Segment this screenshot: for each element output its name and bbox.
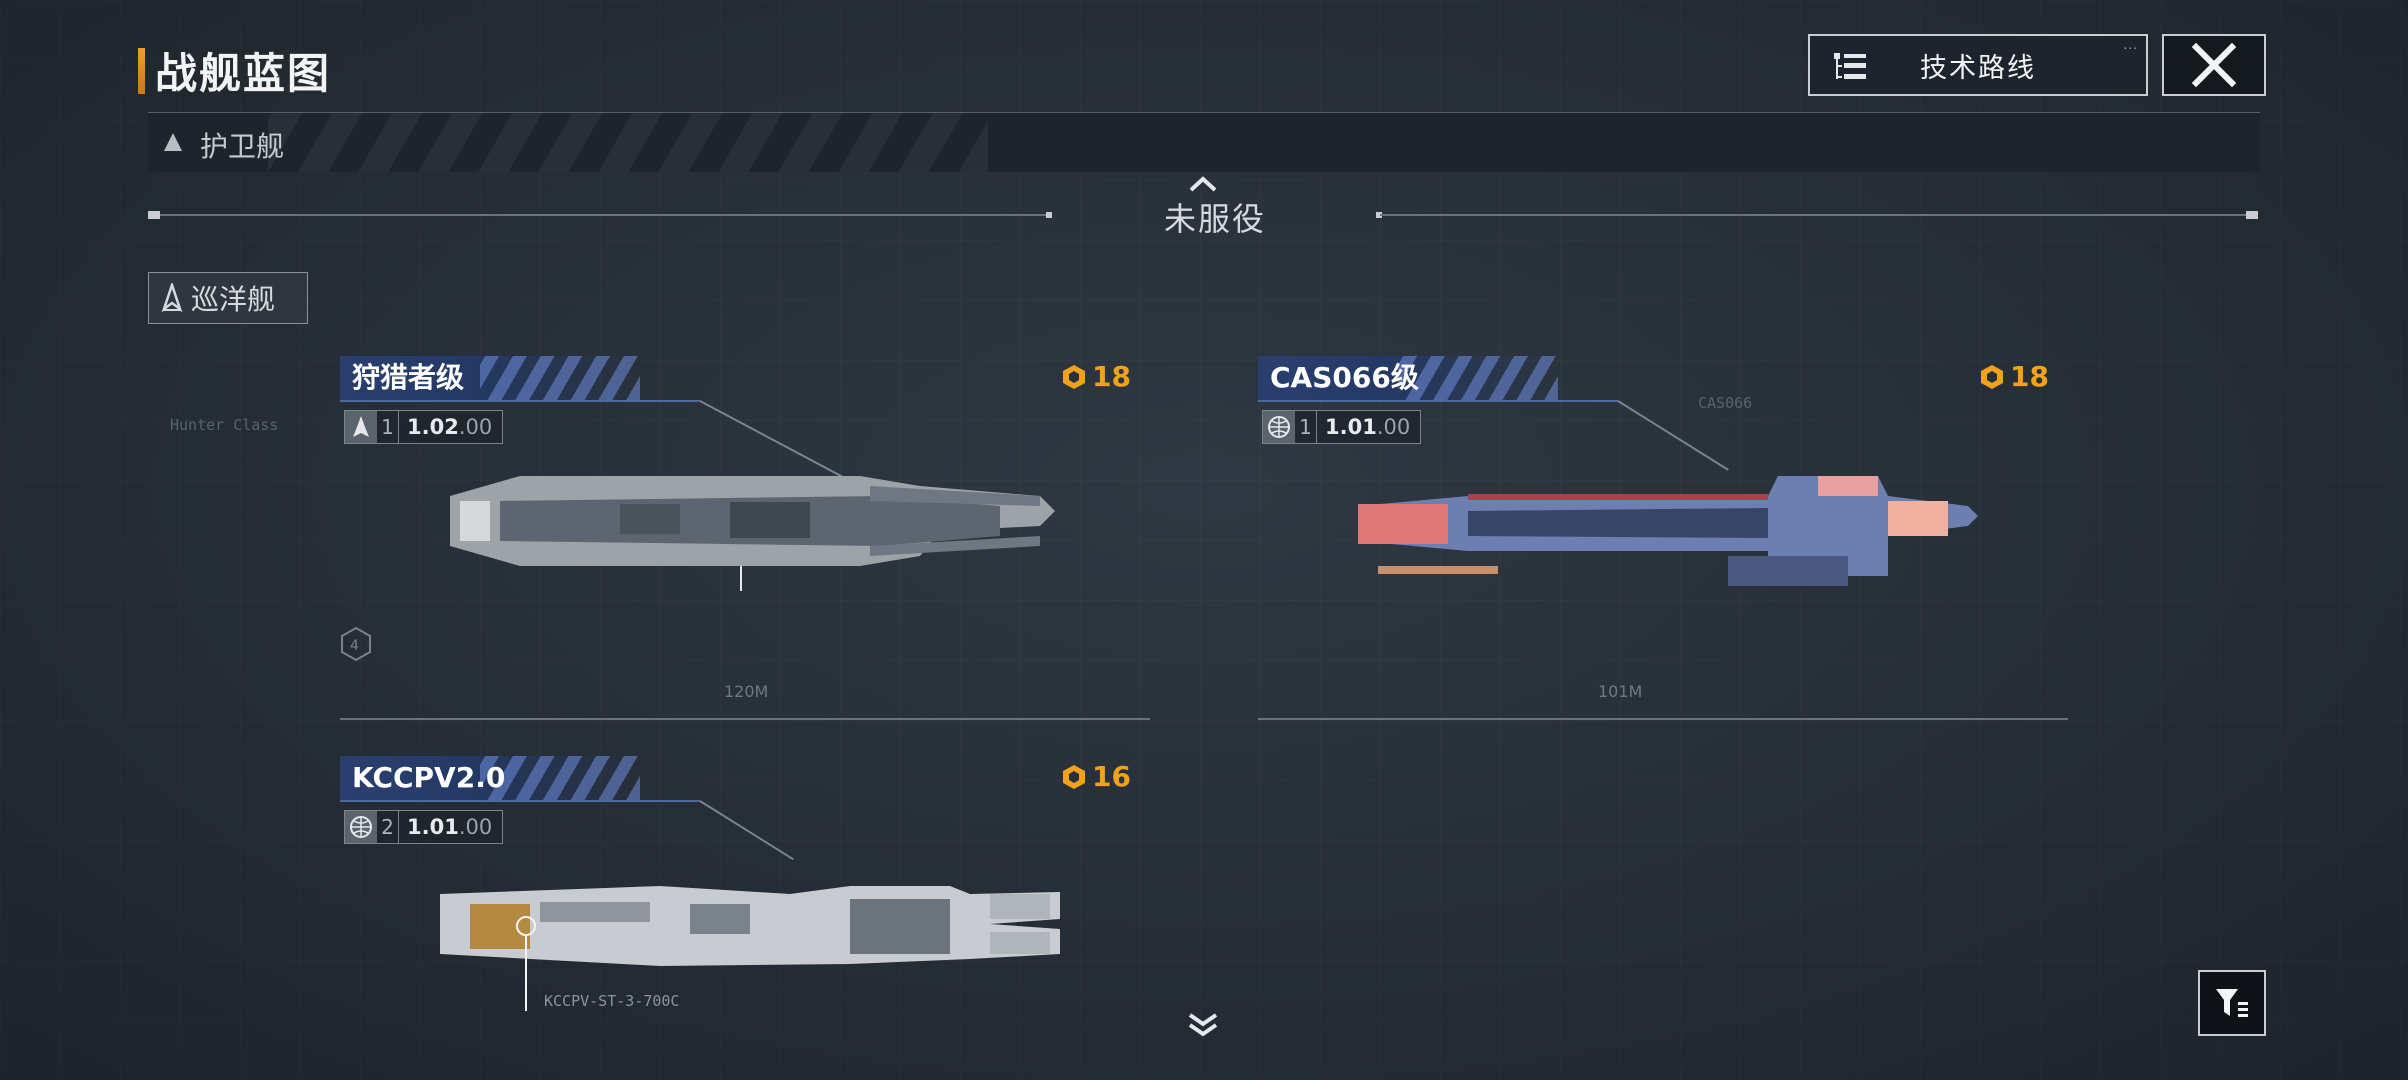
version-suffix: .00 [458, 815, 493, 839]
ship-stats: 1 1.01.00 [1262, 410, 1422, 444]
length-label: 120M [724, 682, 769, 701]
leader-line [699, 800, 794, 861]
length-ruler [340, 718, 1150, 720]
ship-name-banner: CAS066级 [1258, 356, 1558, 400]
length-ruler [1258, 718, 2068, 720]
length-label: 101M [1598, 682, 1643, 701]
kccpv-ship-image [440, 886, 1060, 966]
globe-icon [1263, 411, 1295, 443]
tree-list-icon [1834, 53, 1866, 79]
banner-stripes [480, 356, 640, 400]
svg-text:4: 4 [350, 638, 359, 654]
ship-name-banner: KCCPV2.0 [340, 756, 640, 800]
ship-cost: 18 [1978, 360, 2049, 393]
ship-version: 1.01.00 [1317, 411, 1420, 443]
hunter-ship-image [450, 476, 1055, 591]
page-title-group: 战舰蓝图 [138, 40, 331, 101]
close-button[interactable] [2162, 34, 2266, 96]
globe-icon [345, 811, 377, 843]
faint-caption: CAS066 [1698, 394, 1753, 412]
ship-cost: 18 [1060, 360, 1131, 393]
cruiser-icon [161, 283, 183, 313]
cruiser-label: 巡洋舰 [191, 283, 276, 316]
ship-silhouette-icon [345, 411, 377, 443]
cruiser-category-tag[interactable]: 巡洋舰 [148, 272, 308, 324]
target-marker [516, 916, 536, 1011]
ship-sub-label: KCCPV-ST-3-700C [544, 992, 680, 1010]
ship-level: 1 [377, 411, 399, 443]
version-suffix: .00 [1376, 415, 1411, 439]
filter-icon [2216, 989, 2248, 1017]
tech-route-dots: ... [2123, 38, 2138, 52]
tech-route-button[interactable]: 技术路线 ... [1808, 34, 2148, 96]
divider-dot-left [1046, 212, 1052, 218]
frigate-label: 护卫舰 [200, 130, 285, 163]
divider-line-left [160, 214, 1050, 216]
ship-version: 1.02.00 [399, 411, 502, 443]
triangle-up-icon [164, 133, 182, 151]
blueprint-cost-icon [1063, 764, 1085, 789]
hex-badge-icon: 4 [341, 626, 371, 662]
version-suffix: .00 [458, 415, 493, 439]
ship-name-banner: 狩猎者级 [340, 356, 640, 400]
ship-name: KCCPV2.0 [352, 761, 506, 794]
banner-underline [340, 400, 700, 402]
tech-route-label: 技术路线 [1920, 52, 2036, 84]
close-icon [2191, 42, 2237, 88]
ship-cost: 16 [1060, 760, 1131, 793]
version-main: 1.02 [407, 415, 459, 439]
ship-level: 1 [1295, 411, 1317, 443]
faint-caption: Hunter Class [170, 416, 279, 434]
banner-stripes [480, 756, 640, 800]
divider-dot-right [1376, 212, 1382, 218]
ship-card-kccpv[interactable]: KCCPV2.0 2 1.01.00 16 KCCPV-ST-3-700C [340, 756, 1150, 1076]
ship-version: 1.01.00 [399, 811, 502, 843]
page-title: 战舰蓝图 [155, 49, 332, 98]
divider-end-left [148, 211, 160, 219]
ship-level: 2 [377, 811, 399, 843]
blueprint-cost-icon [1063, 364, 1085, 389]
banner-stripes [1398, 356, 1558, 400]
cost-value: 18 [1092, 360, 1131, 393]
divider-line-right [1380, 214, 2248, 216]
status-label: 未服役 [1164, 200, 1267, 238]
ship-card-hunter[interactable]: 狩猎者级 1 1.02.00 18 4 120M Hunter Class [170, 356, 1150, 736]
version-main: 1.01 [407, 815, 459, 839]
cas066-ship-image [1358, 476, 1978, 586]
blueprint-cost-icon [1981, 364, 2003, 389]
frigate-section-header[interactable]: 护卫舰 [148, 112, 2260, 172]
title-accent-bar [138, 47, 145, 94]
chevron-up-icon[interactable] [1188, 176, 1218, 192]
ship-stats: 2 1.01.00 [344, 810, 504, 844]
ship-name: 狩猎者级 [352, 361, 465, 394]
version-main: 1.01 [1325, 415, 1377, 439]
divider-end-right [2246, 211, 2258, 219]
banner-underline [1258, 400, 1618, 402]
cost-value: 16 [1092, 760, 1131, 793]
frigate-bar-stripes [268, 113, 988, 172]
chevron-down-icon[interactable] [1186, 1012, 1220, 1038]
banner-underline [340, 800, 700, 802]
ship-card-cas066[interactable]: CAS066级 1 1.01.00 18 101M CAS066 [1258, 356, 2068, 736]
filter-button[interactable] [2198, 970, 2266, 1036]
ship-name: CAS066级 [1270, 361, 1419, 394]
cost-value: 18 [2010, 360, 2049, 393]
ship-stats: 1 1.02.00 [344, 410, 504, 444]
